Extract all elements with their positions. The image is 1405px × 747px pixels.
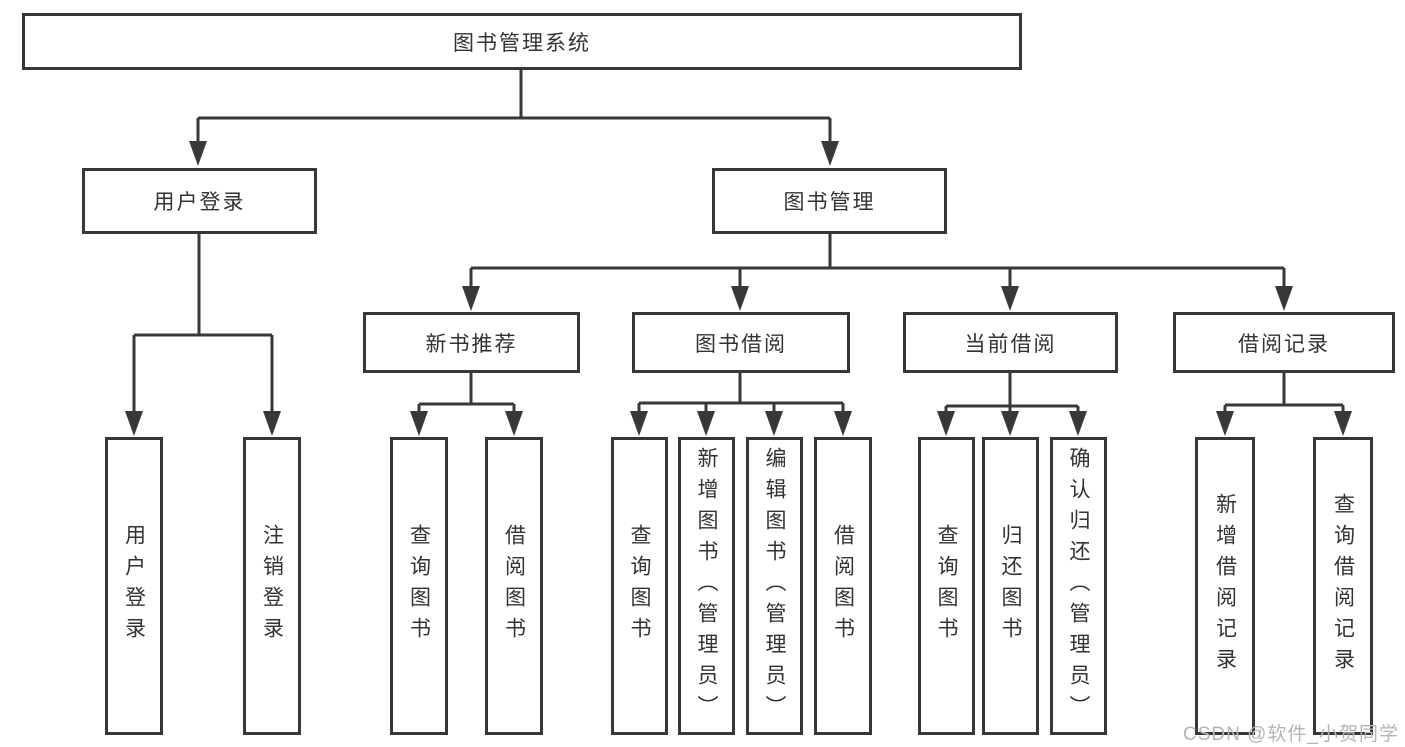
leaf-add-borrow-record-label: 新增借阅记录	[1213, 493, 1237, 679]
leaf-query-books-borrowing: 查询图书	[611, 437, 668, 735]
node-root-label: 图书管理系统	[453, 31, 591, 55]
node-new-book-recommend-label: 新书推荐	[425, 332, 518, 356]
leaf-confirm-return-admin: 确认归还（管理员）	[1050, 437, 1107, 735]
node-book-management-label: 图书管理	[783, 191, 876, 214]
leaf-borrow-books-recommend: 借阅图书	[485, 437, 543, 735]
leaf-return-book-label: 归还图书	[999, 524, 1022, 648]
node-book-management: 图书管理	[712, 168, 947, 234]
leaf-add-borrow-record: 新增借阅记录	[1195, 437, 1255, 735]
leaf-query-books-recommend: 查询图书	[390, 437, 448, 735]
leaf-borrow-books-recommend-label: 借阅图书	[502, 524, 526, 648]
leaf-return-book: 归还图书	[982, 437, 1039, 735]
leaf-user-login-label: 用户登录	[122, 524, 146, 648]
node-user-login: 用户登录	[82, 168, 317, 234]
node-current-borrowing: 当前借阅	[903, 312, 1118, 373]
leaf-query-books-recommend-label: 查询图书	[407, 524, 431, 648]
node-borrowing-records-label: 借阅记录	[1238, 332, 1330, 356]
leaf-edit-book-admin: 编辑图书（管理员）	[746, 437, 803, 735]
node-root: 图书管理系统	[22, 13, 1022, 70]
leaf-logout: 注销登录	[243, 437, 301, 735]
leaf-query-books-borrowing-label: 查询图书	[628, 524, 651, 648]
node-book-borrowing: 图书借阅	[632, 312, 850, 373]
leaf-query-borrow-record: 查询借阅记录	[1313, 437, 1373, 735]
leaf-user-login: 用户登录	[105, 437, 163, 735]
leaf-query-books-current: 查询图书	[918, 437, 975, 735]
leaf-edit-book-admin-label: 编辑图书（管理员）	[763, 446, 786, 726]
node-new-book-recommend: 新书推荐	[363, 312, 580, 373]
node-user-login-label: 用户登录	[153, 191, 246, 214]
leaf-query-books-current-label: 查询图书	[935, 524, 958, 648]
watermark: CSDN @软件_小贺同学	[1183, 724, 1399, 745]
leaf-borrow-books-borrowing: 借阅图书	[814, 437, 872, 735]
leaf-borrow-books-borrowing-label: 借阅图书	[831, 524, 855, 648]
leaf-logout-label: 注销登录	[260, 524, 284, 648]
node-book-borrowing-label: 图书借阅	[695, 332, 787, 356]
arrowheads	[125, 141, 1352, 436]
leaf-add-book-admin-label: 新增图书（管理员）	[695, 446, 718, 726]
leaf-query-borrow-record-label: 查询借阅记录	[1331, 493, 1355, 679]
leaf-confirm-return-admin-label: 确认归还（管理员）	[1067, 446, 1090, 726]
leaf-add-book-admin: 新增图书（管理员）	[678, 437, 735, 735]
node-current-borrowing-label: 当前借阅	[964, 332, 1057, 356]
node-borrowing-records: 借阅记录	[1173, 312, 1395, 373]
